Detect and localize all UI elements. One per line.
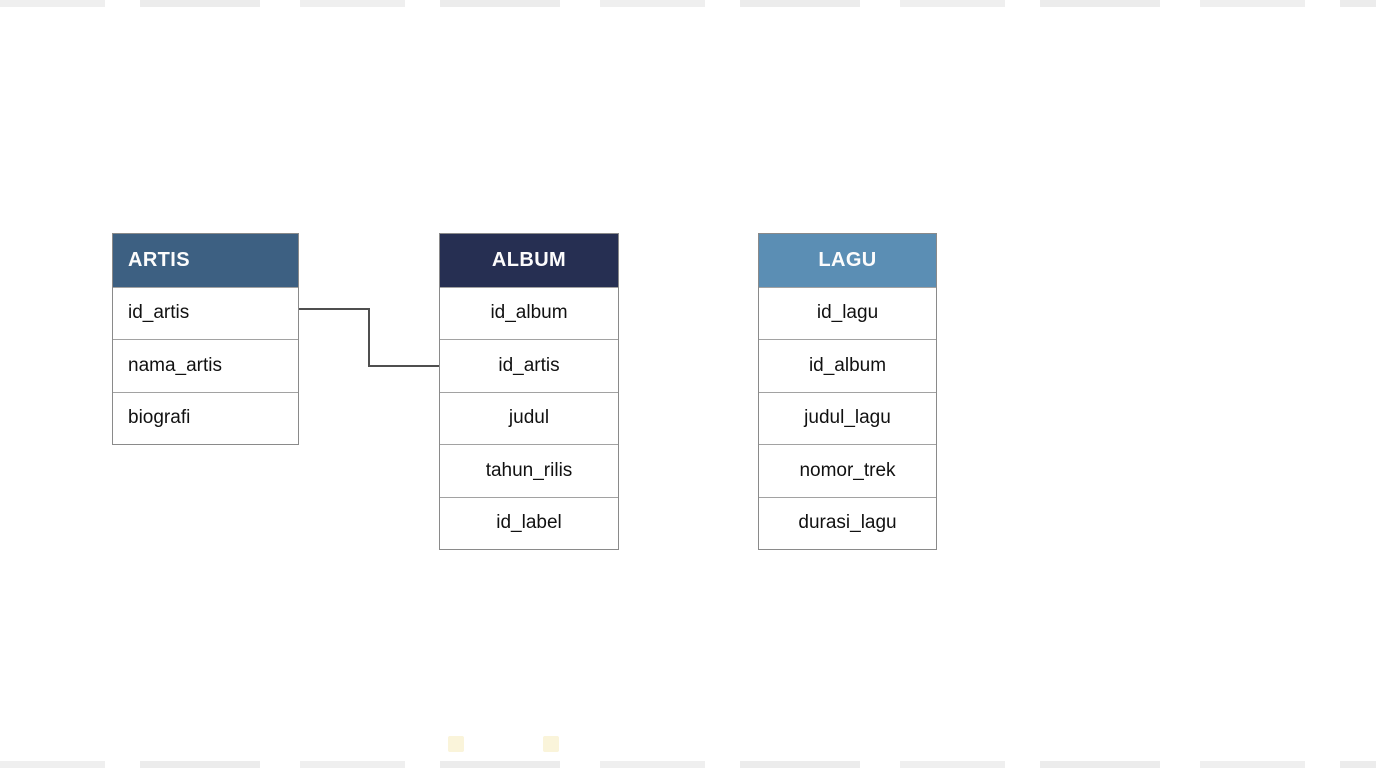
entity-album-field-judul: judul — [440, 391, 618, 444]
entity-album-field-tahun-rilis: tahun_rilis — [440, 444, 618, 497]
entity-album: ALBUM id_album id_artis judul tahun_rili… — [439, 233, 619, 550]
smudge-artifact — [543, 736, 559, 752]
bottom-edge-artifact — [0, 761, 1376, 768]
entity-artis-header: ARTIS — [113, 234, 298, 287]
entity-artis-field-biografi: biografi — [113, 391, 298, 444]
entity-artis-field-nama-artis: nama_artis — [113, 339, 298, 392]
entity-artis-field-id-artis: id_artis — [113, 286, 298, 339]
entity-lagu-field-id-lagu: id_lagu — [759, 286, 936, 339]
entity-lagu-field-durasi-lagu: durasi_lagu — [759, 496, 936, 549]
entity-album-header: ALBUM — [440, 234, 618, 287]
entity-lagu-field-id-album: id_album — [759, 339, 936, 392]
entity-album-field-id-album: id_album — [440, 286, 618, 339]
entity-lagu: LAGU id_lagu id_album judul_lagu nomor_t… — [758, 233, 937, 550]
entity-artis: ARTIS id_artis nama_artis biografi — [112, 233, 299, 445]
top-edge-artifact — [0, 0, 1376, 7]
entity-lagu-field-nomor-trek: nomor_trek — [759, 444, 936, 497]
artis-album-connector-line — [299, 308, 439, 367]
entity-album-field-id-label: id_label — [440, 496, 618, 549]
entity-album-field-id-artis: id_artis — [440, 339, 618, 392]
entity-lagu-header: LAGU — [759, 234, 936, 287]
entity-lagu-title: LAGU — [818, 248, 877, 271]
entity-lagu-field-judul-lagu: judul_lagu — [759, 391, 936, 444]
entity-album-title: ALBUM — [491, 248, 567, 271]
smudge-artifact — [448, 736, 464, 752]
entity-artis-title: ARTIS — [128, 248, 190, 271]
